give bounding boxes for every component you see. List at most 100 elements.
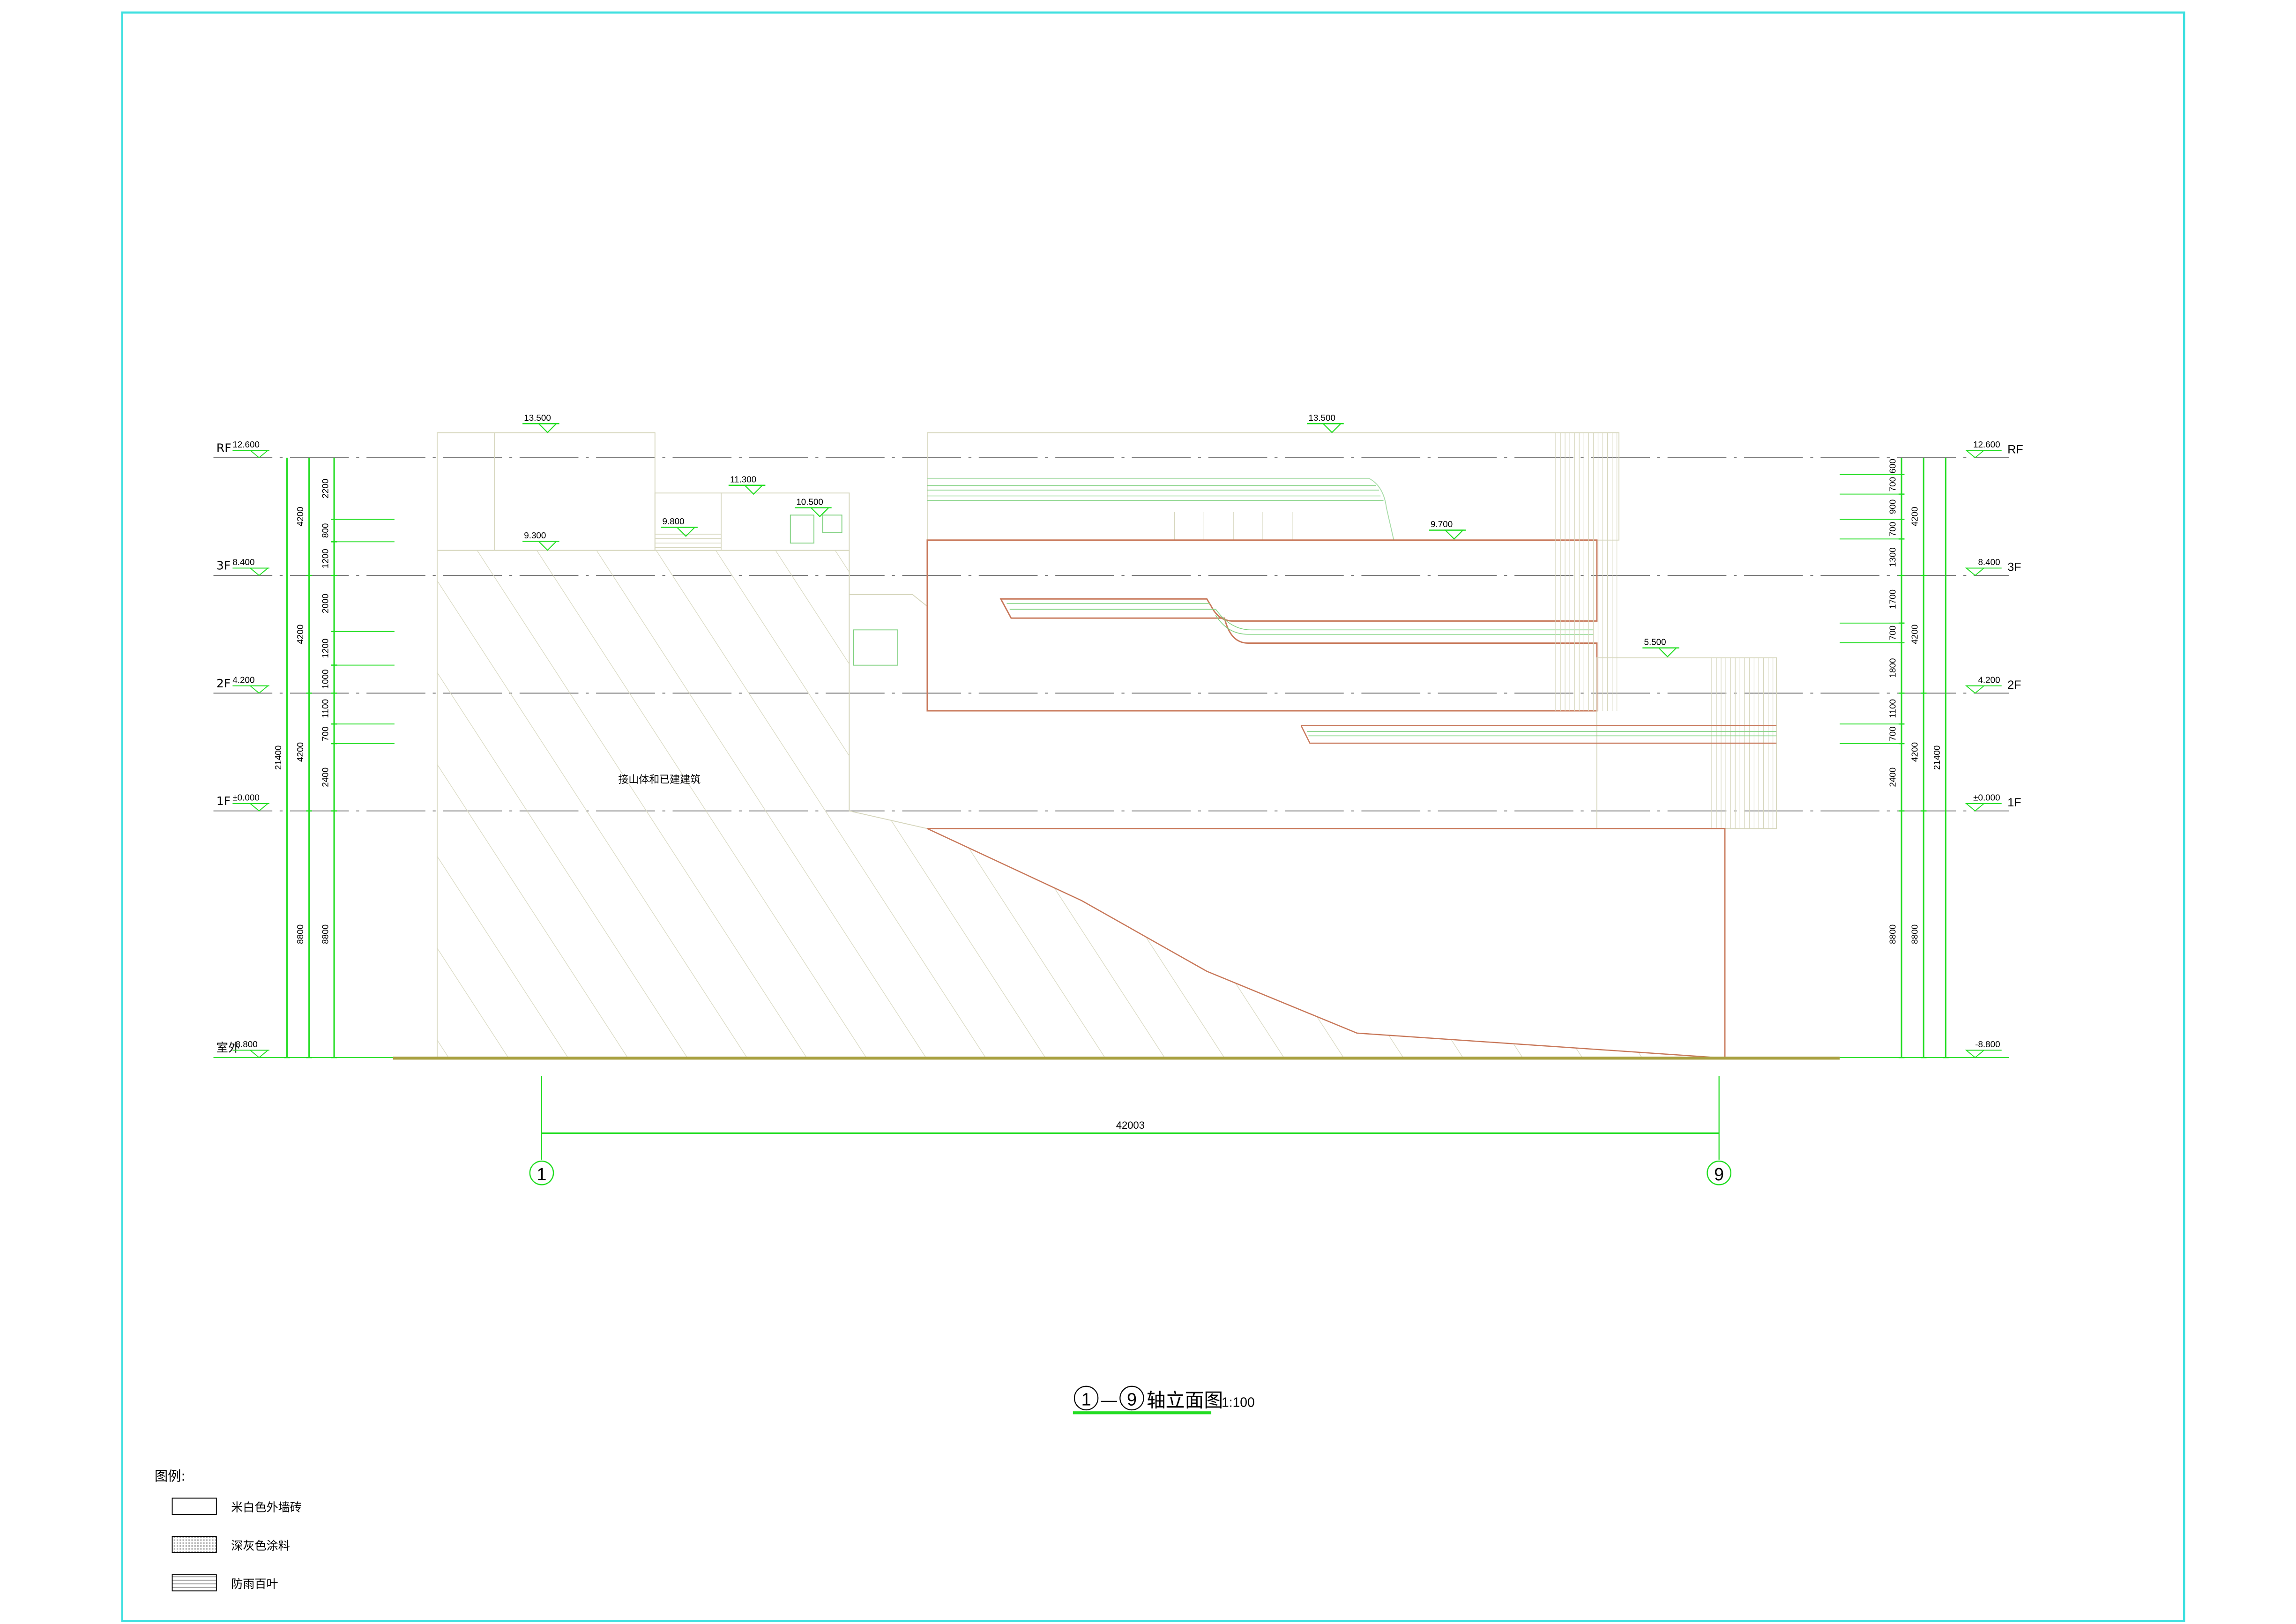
svg-text:9: 9 [1127, 1390, 1137, 1409]
legend: 图例: 米白色外墙砖 深灰色涂料 防雨百叶 [155, 1468, 302, 1592]
elevation-tag-label: 13.500 [524, 413, 551, 423]
legend-swatch-dotted [171, 1536, 217, 1553]
svg-text:1: 1 [537, 1164, 546, 1184]
dimension-value: 21400 [273, 745, 283, 770]
elevation-marker-icon [1657, 647, 1678, 658]
level-elevation: -8.800 [1975, 1039, 2000, 1049]
elevation-tag-label: 5.500 [1644, 637, 1666, 647]
dimension-value: 900 [1888, 499, 1898, 514]
dimension-value: 800 [321, 523, 330, 538]
dimension-value: 1000 [321, 670, 330, 689]
level-elevation: 8.400 [232, 557, 254, 567]
axis-bubble-1[interactable]: 1 [529, 1160, 554, 1185]
dimension-value: 700 [1888, 626, 1898, 640]
vent-louver [822, 514, 842, 533]
level-elevation: 8.400 [1978, 557, 2000, 567]
terrain-slope [927, 828, 1725, 1059]
level-name: 1F [216, 794, 231, 808]
elevation-marker-icon [676, 527, 696, 537]
cantilever-volume [926, 539, 1598, 712]
level-elevation: 4.200 [232, 675, 254, 685]
dimension-value: 600 [1888, 459, 1898, 473]
elevation-tag-label: 9.800 [662, 516, 684, 526]
elevation-marker-icon [537, 423, 558, 433]
dimension-value: 700 [1888, 522, 1898, 536]
dimension-value: 700 [1888, 726, 1898, 741]
elevation-tag-label: 10.500 [796, 497, 823, 507]
dimension-value: 2200 [321, 479, 330, 499]
existing-building-hatch [436, 550, 1725, 1059]
dimension-value: 4200 [1910, 507, 1920, 527]
elevation-marker-icon [537, 541, 558, 551]
level-marker-icon [1965, 803, 1985, 812]
roof-block [926, 432, 1620, 541]
level-name: 3F [216, 559, 231, 573]
dimension-value: 1800 [1888, 658, 1898, 678]
left-upper-block [436, 432, 656, 551]
level-name: 室外 [216, 1041, 240, 1055]
elevation-marker-icon [1444, 529, 1464, 540]
level-elevation: ±0.000 [1973, 793, 2000, 803]
svg-text:—: — [1101, 1392, 1117, 1409]
legend-label: 米白色外墙砖 [231, 1501, 302, 1514]
level-marker-icon [249, 685, 269, 694]
dimension-value: 4200 [295, 507, 305, 527]
dimension-value: 4200 [1910, 742, 1920, 762]
legend-label: 防雨百叶 [231, 1577, 278, 1591]
sheet-frame [121, 11, 2185, 1622]
dimension-value: 8800 [321, 924, 330, 944]
dimension-value: 700 [321, 726, 330, 741]
dimension-value: 1100 [1888, 699, 1898, 718]
legend-heading: 图例: [155, 1468, 186, 1484]
level-name: RF [2007, 443, 2023, 456]
svg-text:9: 9 [1714, 1164, 1724, 1184]
elevation-tag-label: 13.500 [1308, 413, 1335, 423]
axis-span-label: 42003 [1116, 1119, 1145, 1131]
elevation-tag-label: 9.700 [1431, 519, 1453, 529]
hatch-label: 接山体和已建建筑 [618, 774, 701, 786]
level-name: 2F [2007, 678, 2021, 692]
level-elevation: 12.600 [232, 440, 260, 449]
elevation-tag-label: 11.300 [730, 474, 756, 484]
level-elevation: -8.800 [232, 1039, 257, 1049]
level-elevation: 12.600 [1973, 440, 2000, 449]
level-elevation: 4.200 [1978, 675, 2000, 685]
level-name: 2F [216, 677, 231, 690]
dimension-value: 4200 [295, 742, 305, 762]
dimension-value: 2400 [1888, 767, 1898, 787]
legend-swatch-plain [171, 1497, 217, 1515]
elevation-tags: 13.500 13.500 11.300 10.500 9.800 9.300 9.700 5… [522, 413, 1679, 658]
dimension-value: 1100 [321, 699, 330, 718]
level-name: 1F [2007, 796, 2021, 809]
svg-text:轴立面图: 轴立面图 [1147, 1389, 1223, 1412]
dimension-value: 8800 [1888, 924, 1898, 944]
dimension-value: 2000 [321, 594, 330, 613]
legend-swatch-lines [171, 1574, 217, 1592]
dimension-value: 1300 [1888, 547, 1898, 567]
level-marker-icon [249, 450, 269, 459]
vent-louver [790, 514, 814, 544]
elevation-tag-label: 9.300 [524, 530, 546, 540]
level-marker-icon [249, 1050, 269, 1058]
drawing-title: 1 — 9 轴立面图 1:100 [1073, 1386, 1255, 1415]
dimension-value: 1700 [1888, 589, 1898, 609]
level-marker-icon [1965, 450, 1985, 459]
window [853, 629, 898, 666]
level-elevation: ±0.000 [232, 793, 259, 803]
level-name: 3F [2007, 561, 2021, 574]
dimension-value: 1200 [321, 549, 330, 568]
drawing-scale: 1:100 [1222, 1395, 1255, 1410]
axis-bubble-9[interactable]: 9 [1707, 1160, 1732, 1185]
dimension-chains: 21400 4200 4200 4200 8800 2200 800 1200 2000 1200… [273, 457, 1949, 1058]
dimension-value: 21400 [1932, 745, 1942, 770]
dimension-value: 1200 [321, 639, 330, 658]
level-marker-icon [249, 803, 269, 812]
dimension-value: 700 [1888, 477, 1898, 492]
level-name: RF [216, 441, 231, 454]
dimension-value: 8800 [1910, 924, 1920, 944]
dimension-value: 4200 [1910, 625, 1920, 644]
level-marker-icon [249, 567, 269, 576]
lower-volume [927, 828, 1726, 1058]
